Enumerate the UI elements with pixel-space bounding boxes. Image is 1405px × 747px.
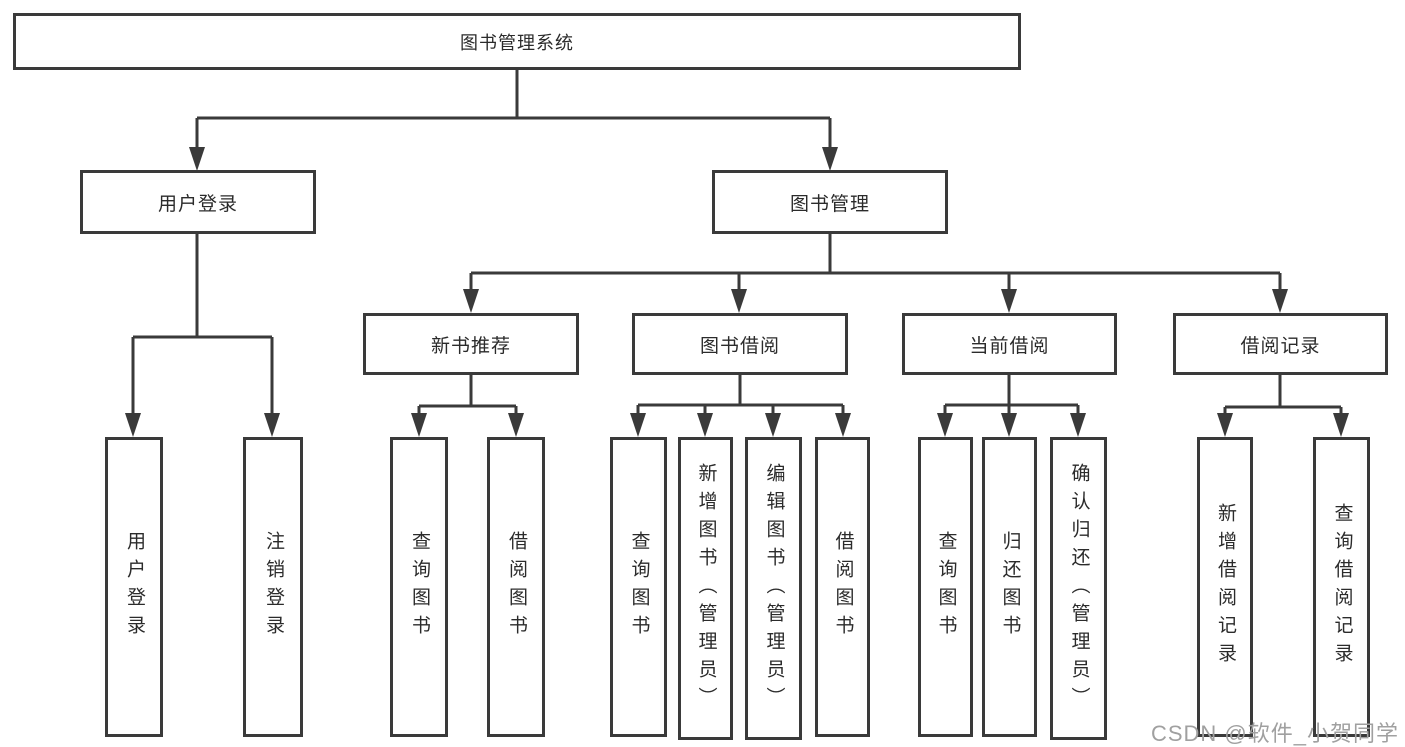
leaf-current-return-book: 归还图书 bbox=[982, 437, 1037, 737]
node-user-login: 用户登录 bbox=[80, 170, 316, 234]
leaf-records-add-record: 新增借阅记录 bbox=[1197, 437, 1253, 737]
leaf-records-query-record: 查询借阅记录 bbox=[1313, 437, 1370, 737]
node-book-management: 图书管理 bbox=[712, 170, 948, 234]
leaf-borrow-edit-book-admin: 编辑图书（管理员） bbox=[745, 437, 802, 740]
node-library-system: 图书管理系统 bbox=[13, 13, 1021, 70]
leaf-borrow-query-book: 查询图书 bbox=[610, 437, 667, 737]
leaf-recommend-borrow-book: 借阅图书 bbox=[487, 437, 545, 737]
node-book-borrow: 图书借阅 bbox=[632, 313, 848, 375]
leaf-user-login: 用户登录 bbox=[105, 437, 163, 737]
leaf-current-query-book: 查询图书 bbox=[918, 437, 973, 737]
leaf-borrow-borrow-book: 借阅图书 bbox=[815, 437, 870, 737]
leaf-current-confirm-return-admin: 确认归还（管理员） bbox=[1050, 437, 1107, 740]
node-current-borrow: 当前借阅 bbox=[902, 313, 1117, 375]
leaf-logout: 注销登录 bbox=[243, 437, 303, 737]
node-borrow-records: 借阅记录 bbox=[1173, 313, 1388, 375]
leaf-borrow-add-book-admin: 新增图书（管理员） bbox=[678, 437, 733, 740]
node-new-book-recommend: 新书推荐 bbox=[363, 313, 579, 375]
csdn-watermark: CSDN @软件_小贺同学 bbox=[1150, 721, 1399, 746]
leaf-recommend-query-book: 查询图书 bbox=[390, 437, 448, 737]
